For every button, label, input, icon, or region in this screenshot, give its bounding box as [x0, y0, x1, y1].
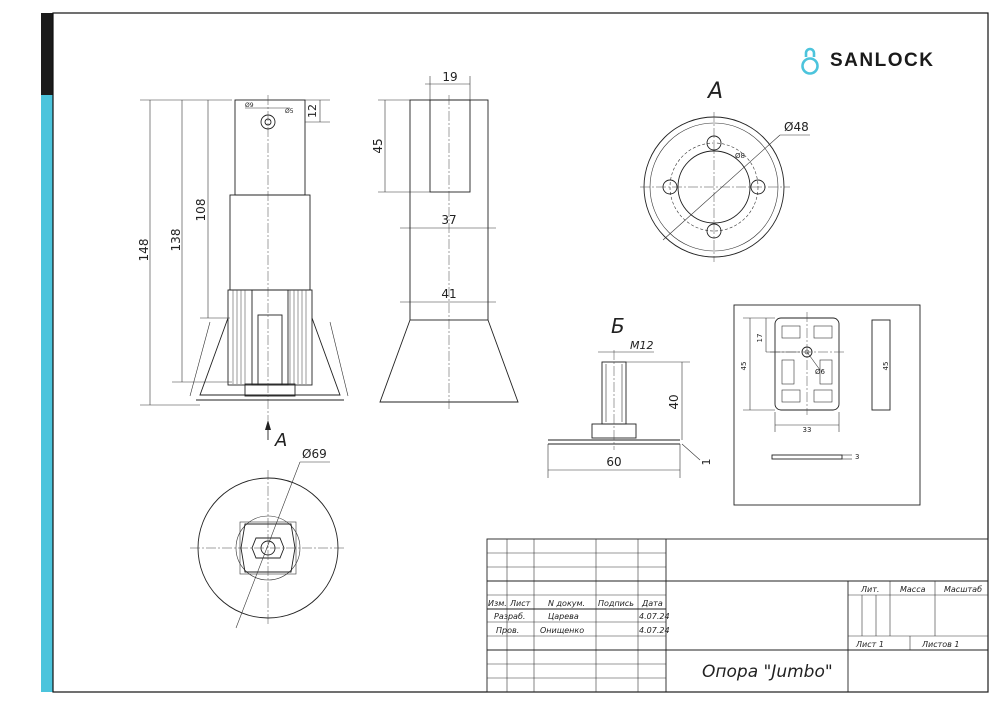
pad-dim-45-right: 45 — [882, 362, 890, 371]
sidebar-dark-strip — [41, 13, 53, 95]
dim-40: 40 — [667, 394, 681, 409]
title-block-text: Изм. Лист N докум. Подпись Дата Разраб. … — [488, 585, 982, 682]
tb-lit: Лит. — [860, 585, 879, 594]
tb-sign: Подпись — [598, 599, 634, 608]
tb-checked-name: Онищенко — [540, 626, 584, 635]
view-a-label: А — [706, 79, 723, 104]
dim-12: 12 — [306, 104, 319, 118]
dim-d69: Ø69 — [302, 447, 327, 461]
bottom-view — [190, 461, 346, 629]
pad-dim-3: 3 — [855, 453, 859, 461]
dim-m12: M12 — [630, 339, 654, 352]
pad-dim-45-left: 45 — [740, 362, 748, 371]
pad-detail-frame — [733, 304, 921, 506]
tb-sheets: Листов 1 — [921, 640, 960, 649]
tb-developed-label: Разраб. — [494, 612, 525, 621]
dim-138: 138 — [169, 229, 183, 252]
tb-izm: Изм. — [488, 599, 507, 608]
tb-doc: N докум. — [548, 599, 585, 608]
dim-108: 108 — [194, 199, 208, 222]
padlock-s-icon — [801, 47, 819, 75]
dim-d9: Ø9 — [245, 102, 254, 109]
dim-37: 37 — [441, 213, 456, 227]
dim-d48: Ø48 — [784, 120, 809, 134]
dim-19: 19 — [442, 70, 457, 84]
tb-developed-name: Царева — [548, 612, 579, 621]
side-view — [378, 76, 519, 410]
front-view — [140, 95, 349, 420]
dim-1: 1 — [700, 459, 713, 466]
dim-41: 41 — [441, 287, 456, 301]
tb-sheet: Лист 1 — [855, 640, 884, 649]
dim-45-side: 45 — [371, 138, 385, 153]
pad-dim-33: 33 — [803, 426, 812, 434]
dim-d5: Ø5 — [285, 108, 294, 115]
title-block-grid — [486, 538, 989, 693]
tb-list: Лист — [509, 599, 531, 608]
tb-mass: Масса — [900, 585, 926, 594]
pad-detail — [743, 312, 891, 460]
dim-148: 148 — [137, 239, 151, 262]
view-b — [547, 350, 701, 478]
drawing-title: Опора "Jumbo" — [702, 662, 833, 682]
dim-d8: Ø8 — [735, 152, 745, 160]
view-b-label: Б — [611, 314, 625, 338]
view-a — [640, 112, 810, 262]
tb-scale: Масштаб — [944, 585, 982, 594]
brand-logo: SANLOCK — [800, 46, 934, 76]
brand-name: SANLOCK — [830, 50, 935, 71]
tb-date: Дата — [641, 599, 663, 608]
view-a-arrow-label: А — [274, 430, 287, 451]
pad-dim-17: 17 — [756, 334, 764, 343]
tb-developed-date: 4.07.24 — [639, 612, 670, 621]
sidebar-accent-strip — [41, 95, 53, 692]
tb-checked-label: Пров. — [496, 626, 519, 635]
dim-60: 60 — [606, 455, 621, 469]
pad-dim-d6: Ø6 — [815, 368, 826, 376]
tb-checked-date: 4.07.24 — [639, 626, 670, 635]
